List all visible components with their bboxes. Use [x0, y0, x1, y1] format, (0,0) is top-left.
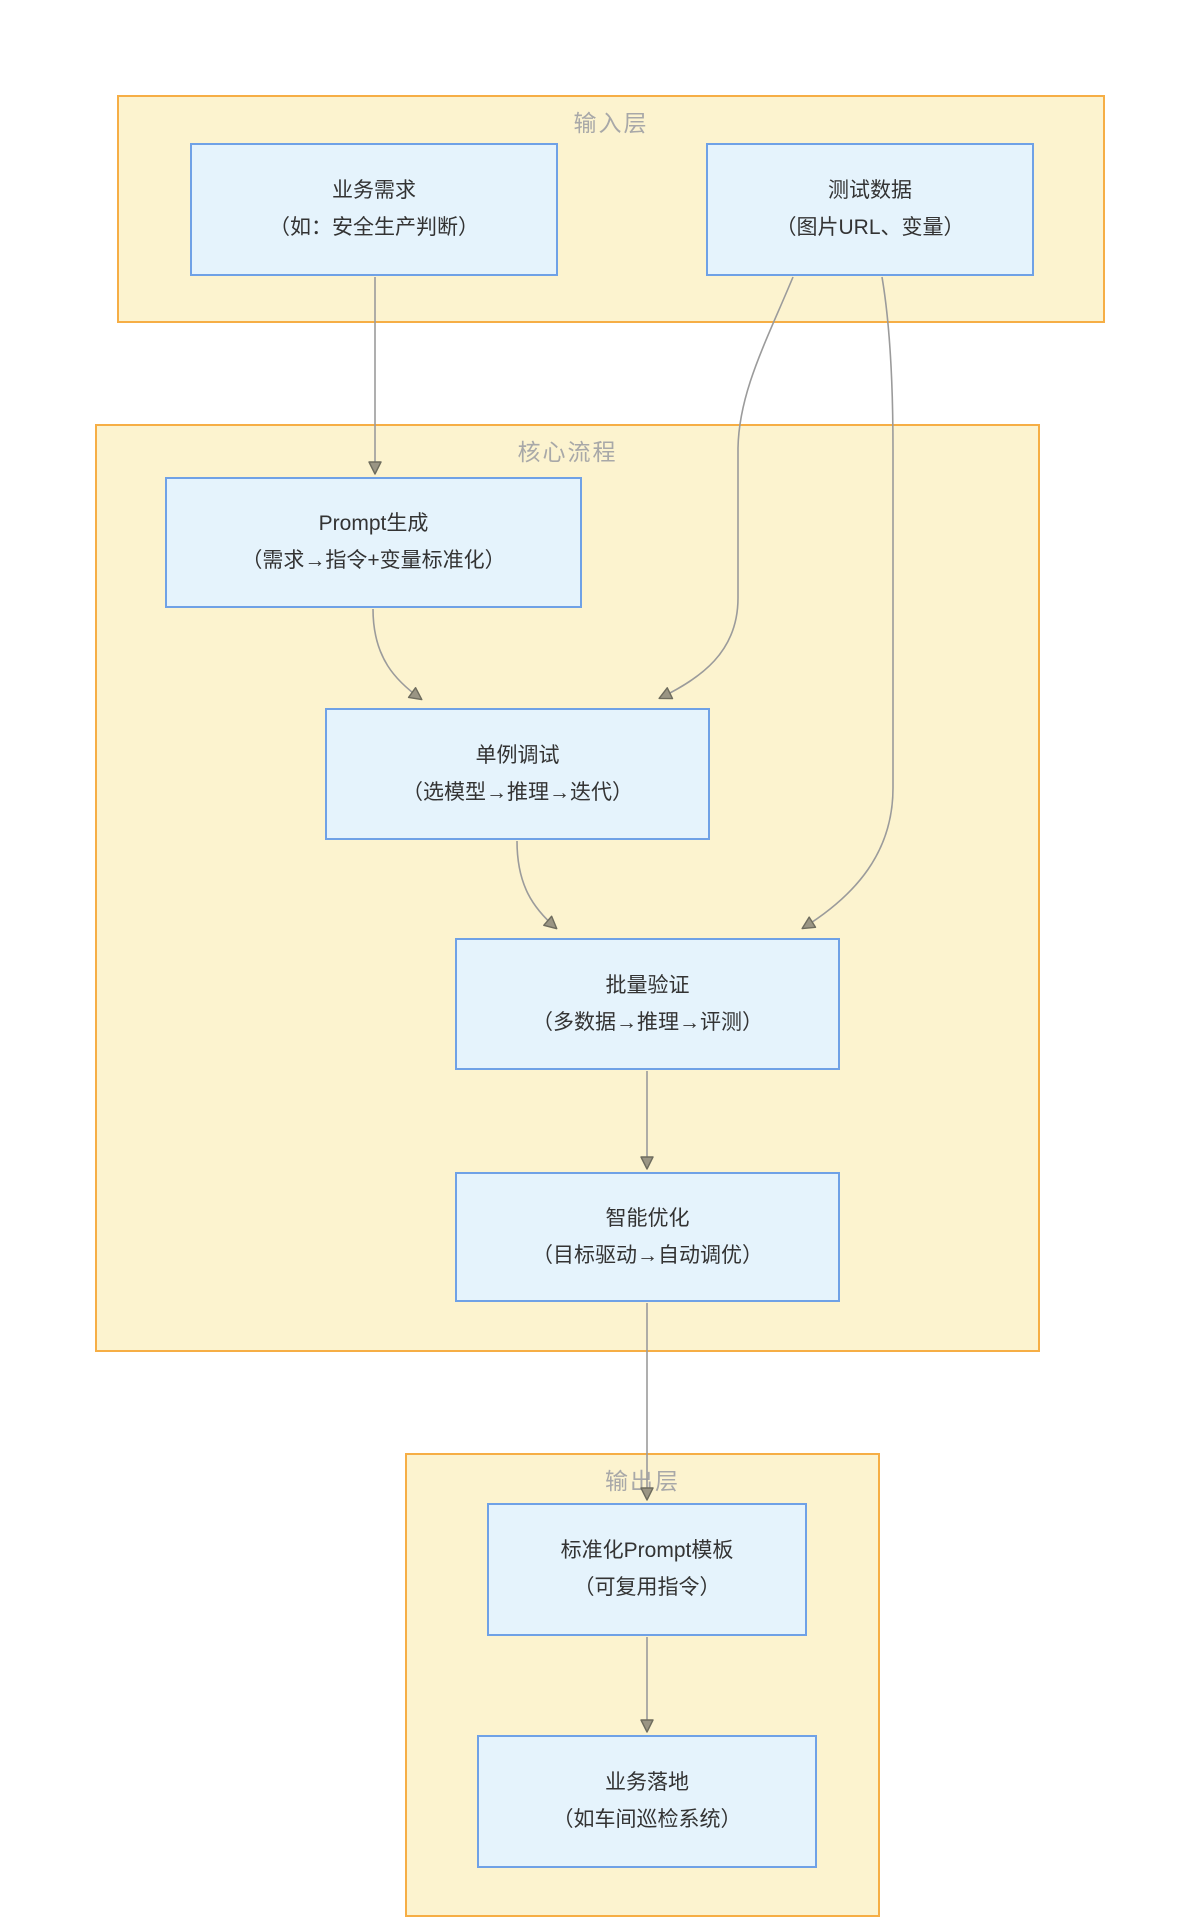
node-title: 批量验证	[605, 973, 690, 997]
group-input-layer-label: 输入层	[573, 110, 649, 136]
node-title: 测试数据	[828, 179, 912, 202]
node-title: 标准化Prompt模板	[560, 1539, 734, 1562]
node-subtitle: （如：安全生产判断）	[269, 216, 479, 239]
node-title: 业务需求	[332, 179, 416, 202]
node-smart-optimization: 智能优化 （目标驱动→自动调优）	[455, 1172, 840, 1302]
group-core-process-label: 核心流程	[517, 439, 618, 465]
group-output-layer-label: 输出层	[605, 1468, 680, 1494]
node-batch-verification: 批量验证 （多数据→推理→评测）	[455, 938, 840, 1070]
node-title: 单例调试	[475, 743, 560, 767]
node-business-requirement: 业务需求 （如：安全生产判断）	[190, 143, 558, 276]
node-single-case-debug: 单例调试 （选模型→推理→迭代）	[325, 708, 710, 840]
node-business-landing: 业务落地 （如车间巡检系统）	[477, 1735, 817, 1868]
node-test-data: 测试数据 （图片URL、变量）	[706, 143, 1034, 276]
node-title: 智能优化	[605, 1206, 690, 1230]
node-subtitle: （图片URL、变量）	[775, 216, 965, 239]
node-subtitle: （多数据→推理→评测）	[532, 1010, 763, 1034]
node-title: Prompt生成	[318, 512, 429, 535]
node-standard-template: 标准化Prompt模板 （可复用指令）	[487, 1503, 807, 1636]
node-prompt-generation: Prompt生成 （需求→指令+变量标准化）	[165, 477, 582, 608]
node-title: 业务落地	[605, 1771, 689, 1794]
node-subtitle: （可复用指令）	[573, 1576, 721, 1599]
node-subtitle: （如车间巡检系统）	[552, 1808, 742, 1831]
node-subtitle: （选模型→推理→迭代）	[402, 780, 633, 804]
node-subtitle: （需求→指令+变量标准化）	[241, 549, 506, 572]
node-subtitle: （目标驱动→自动调优）	[532, 1243, 763, 1267]
